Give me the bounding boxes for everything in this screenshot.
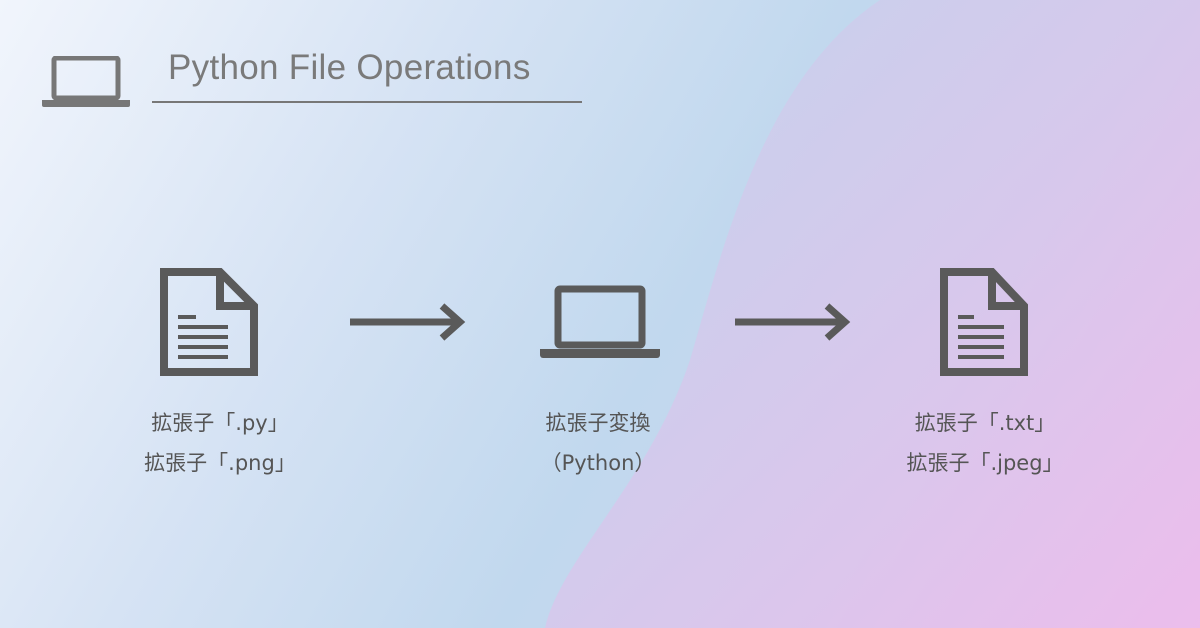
arrow-right-icon — [735, 303, 851, 341]
title-underline — [152, 101, 582, 103]
label-line: （Python） — [540, 451, 656, 475]
label-line: 拡張子変換 — [545, 411, 651, 435]
label-line: 拡張子「.jpeg」 — [906, 451, 1064, 475]
label-line: 拡張子「.py」 — [151, 411, 289, 435]
laptop-icon — [42, 56, 130, 107]
conversion-label: 拡張子変換 （Python） — [478, 403, 718, 483]
laptop-icon — [540, 285, 660, 358]
page-title: Python File Operations — [168, 48, 531, 87]
label-line: 拡張子「.txt」 — [914, 411, 1056, 435]
target-extensions: 拡張子「.txt」 拡張子「.jpeg」 — [865, 403, 1105, 483]
label-line: 拡張子「.png」 — [144, 451, 296, 475]
arrow-right-icon — [350, 303, 466, 341]
document-icon — [160, 268, 258, 376]
source-extensions: 拡張子「.py」 拡張子「.png」 — [100, 403, 340, 483]
document-icon — [940, 268, 1028, 376]
